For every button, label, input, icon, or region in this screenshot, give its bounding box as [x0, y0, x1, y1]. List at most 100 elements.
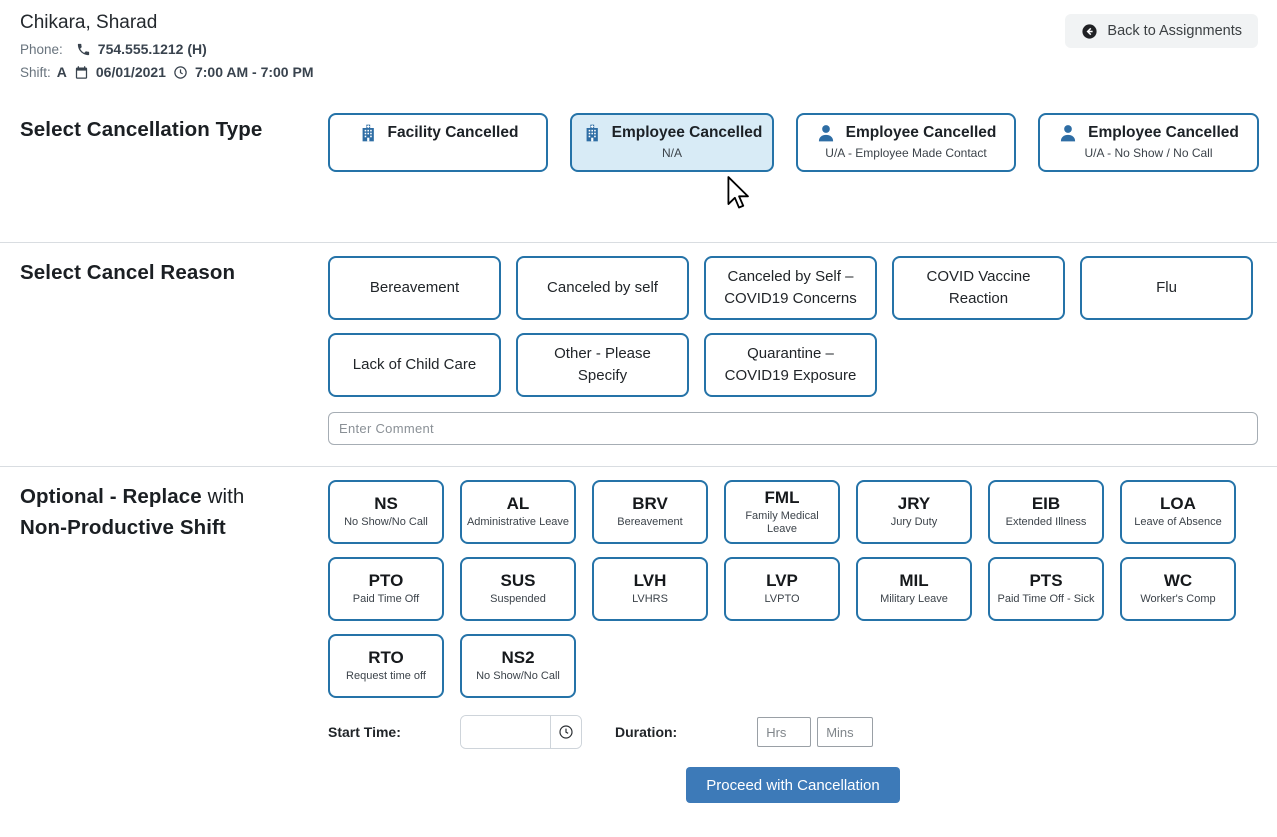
time-picker-clock-icon[interactable]: [550, 716, 581, 748]
np-shift-button[interactable]: SUS Suspended: [460, 557, 576, 621]
duration-label: Duration:: [615, 724, 678, 740]
type-button-subtitle: U/A - No Show / No Call: [1084, 146, 1213, 160]
np-shift-desc: Suspended: [490, 593, 546, 606]
np-shift-button[interactable]: LVH LVHRS: [592, 557, 708, 621]
duration-hrs-input[interactable]: [757, 717, 812, 747]
np-shift-button[interactable]: NS2 No Show/No Call: [460, 634, 576, 698]
cancel-reason-button[interactable]: Bereavement: [328, 256, 501, 320]
np-shift-code: MIL: [899, 571, 929, 591]
shift-label: Shift:: [20, 64, 51, 80]
cancel-reason-label: Canceled by Self – COVID19 Concerns: [724, 268, 857, 307]
np-shift-desc: Jury Duty: [890, 516, 938, 529]
cancellation-type-button[interactable]: Employee Cancelled U/A - Employee Made C…: [796, 113, 1016, 172]
np-shift-button[interactable]: NS No Show/No Call: [328, 480, 444, 544]
np-shift-code: JRY: [897, 494, 931, 514]
cancel-reason-button[interactable]: COVID Vaccine Reaction: [892, 256, 1065, 320]
np-shift-button[interactable]: AL Administrative Leave: [460, 480, 576, 544]
cancel-reason-section: Select Cancel Reason Bereavement Cancele…: [0, 242, 1277, 466]
phone-row: Phone: 754.555.1212 (H): [20, 41, 1258, 57]
cancel-reason-label: COVID Vaccine Reaction: [926, 268, 1031, 307]
cancel-reason-button[interactable]: Canceled by self: [516, 256, 689, 320]
shift-code: A: [56, 64, 67, 80]
np-shift-desc: Paid Time Off: [352, 593, 420, 606]
np-shift-desc: No Show/No Call: [476, 670, 560, 683]
np-shift-button[interactable]: WC Worker's Comp: [1120, 557, 1236, 621]
calendar-icon: [74, 65, 89, 80]
np-shift-button[interactable]: LOA Leave of Absence: [1120, 480, 1236, 544]
np-shift-code: PTO: [368, 571, 404, 591]
clock-icon: [173, 65, 188, 80]
cancel-reason-button[interactable]: Flu: [1080, 256, 1253, 320]
np-shift-button[interactable]: MIL Military Leave: [856, 557, 972, 621]
type-button-icon: [358, 123, 378, 143]
cancellation-type-options: Facility Cancelled: [328, 113, 1259, 172]
np-shift-code: AL: [506, 494, 530, 514]
cancel-reason-label: Flu: [1156, 279, 1177, 297]
type-button-icon: [582, 123, 602, 143]
phone-icon: [76, 42, 91, 57]
np-shift-desc: Leave of Absence: [1134, 516, 1222, 529]
page-header: Chikara, Sharad Phone: 754.555.1212 (H) …: [0, 0, 1277, 100]
np-shift-button[interactable]: RTO Request time off: [328, 634, 444, 698]
np-shift-code: LOA: [1160, 494, 1196, 514]
np-shift-button[interactable]: JRY Jury Duty: [856, 480, 972, 544]
np-shift-button[interactable]: LVP LVPTO: [724, 557, 840, 621]
phone-value: 754.555.1212 (H): [97, 41, 207, 57]
np-shift-code: LVP: [766, 571, 798, 591]
np-shift-code: BRV: [632, 494, 668, 514]
cancel-reason-button[interactable]: Quarantine – COVID19 Exposure: [704, 333, 877, 397]
np-shift-desc: No Show/No Call: [344, 516, 428, 529]
start-time-group: [460, 715, 582, 749]
type-button-label: Facility Cancelled: [387, 124, 519, 141]
type-button-label: Employee Cancelled: [845, 124, 997, 141]
np-shift-code: NS2: [501, 648, 535, 668]
np-shift-button[interactable]: BRV Bereavement: [592, 480, 708, 544]
cancel-reason-title: Select Cancel Reason: [20, 261, 236, 284]
cancel-reason-options: Bereavement Canceled by self Canceled by…: [328, 256, 1258, 397]
back-button-label: Back to Assignments: [1107, 23, 1242, 39]
np-shift-code: LVH: [633, 571, 667, 591]
cancellation-type-title: Select Cancellation Type: [20, 118, 263, 141]
np-shift-code: PTS: [1029, 571, 1063, 591]
cancel-reason-button[interactable]: Lack of Child Care: [328, 333, 501, 397]
np-shift-desc: Worker's Comp: [1140, 593, 1216, 606]
type-button-subtitle: N/A: [661, 146, 682, 160]
np-shift-button[interactable]: EIB Extended Illness: [988, 480, 1104, 544]
start-time-label: Start Time:: [328, 724, 401, 740]
type-button-icon: [816, 123, 836, 143]
np-shift-code: FML: [764, 487, 800, 507]
np-shift-desc: Paid Time Off - Sick: [997, 593, 1095, 606]
cancel-reason-button[interactable]: Canceled by Self – COVID19 Concerns: [704, 256, 877, 320]
cancel-reason-label: Canceled by self: [547, 279, 658, 297]
comment-input[interactable]: [328, 412, 1258, 445]
start-time-input[interactable]: [461, 716, 550, 748]
proceed-with-cancellation-button[interactable]: Proceed with Cancellation: [686, 767, 900, 803]
np-shift-button[interactable]: FML Family Medical Leave: [724, 480, 840, 544]
np-shift-code: SUS: [500, 571, 536, 591]
cancel-reason-label: Other - Please Specify: [554, 345, 651, 384]
np-shift-button[interactable]: PTO Paid Time Off: [328, 557, 444, 621]
cancellation-type-button[interactable]: Employee Cancelled U/A - No Show / No Ca…: [1038, 113, 1259, 172]
shift-date: 06/01/2021: [95, 64, 166, 80]
cancellation-type-button[interactable]: Facility Cancelled: [328, 113, 548, 172]
np-shift-desc: Bereavement: [617, 516, 683, 529]
employee-name: Chikara, Sharad: [20, 12, 158, 33]
cancellation-type-button[interactable]: Employee Cancelled N/A: [570, 113, 774, 172]
shift-time: 7:00 AM - 7:00 PM: [194, 64, 314, 80]
duration-mins-input[interactable]: [817, 717, 874, 747]
np-shift-desc: Military Leave: [880, 593, 948, 606]
np-shift-options: NS No Show/No Call AL Administrative Lea…: [328, 480, 1258, 698]
type-button-label: Employee Cancelled: [1088, 124, 1239, 141]
type-button-subtitle: U/A - Employee Made Contact: [825, 146, 987, 160]
np-shift-button[interactable]: PTS Paid Time Off - Sick: [988, 557, 1104, 621]
cancel-reason-label: Lack of Child Care: [352, 356, 477, 374]
back-to-assignments-button[interactable]: Back to Assignments: [1065, 14, 1258, 48]
cancellation-type-section: Select Cancellation Type: [0, 100, 1277, 242]
np-shift-desc: Administrative Leave: [466, 516, 570, 529]
np-shift-desc: LVPTO: [764, 593, 800, 606]
non-productive-section: Optional - Replace with Non-Productive S…: [0, 466, 1277, 803]
proceed-row: Proceed with Cancellation: [328, 767, 1258, 803]
cancel-reason-button[interactable]: Other - Please Specify: [516, 333, 689, 397]
np-shift-desc: LVHRS: [632, 593, 668, 606]
time-controls-row: Start Time: Duration:: [328, 715, 1258, 749]
